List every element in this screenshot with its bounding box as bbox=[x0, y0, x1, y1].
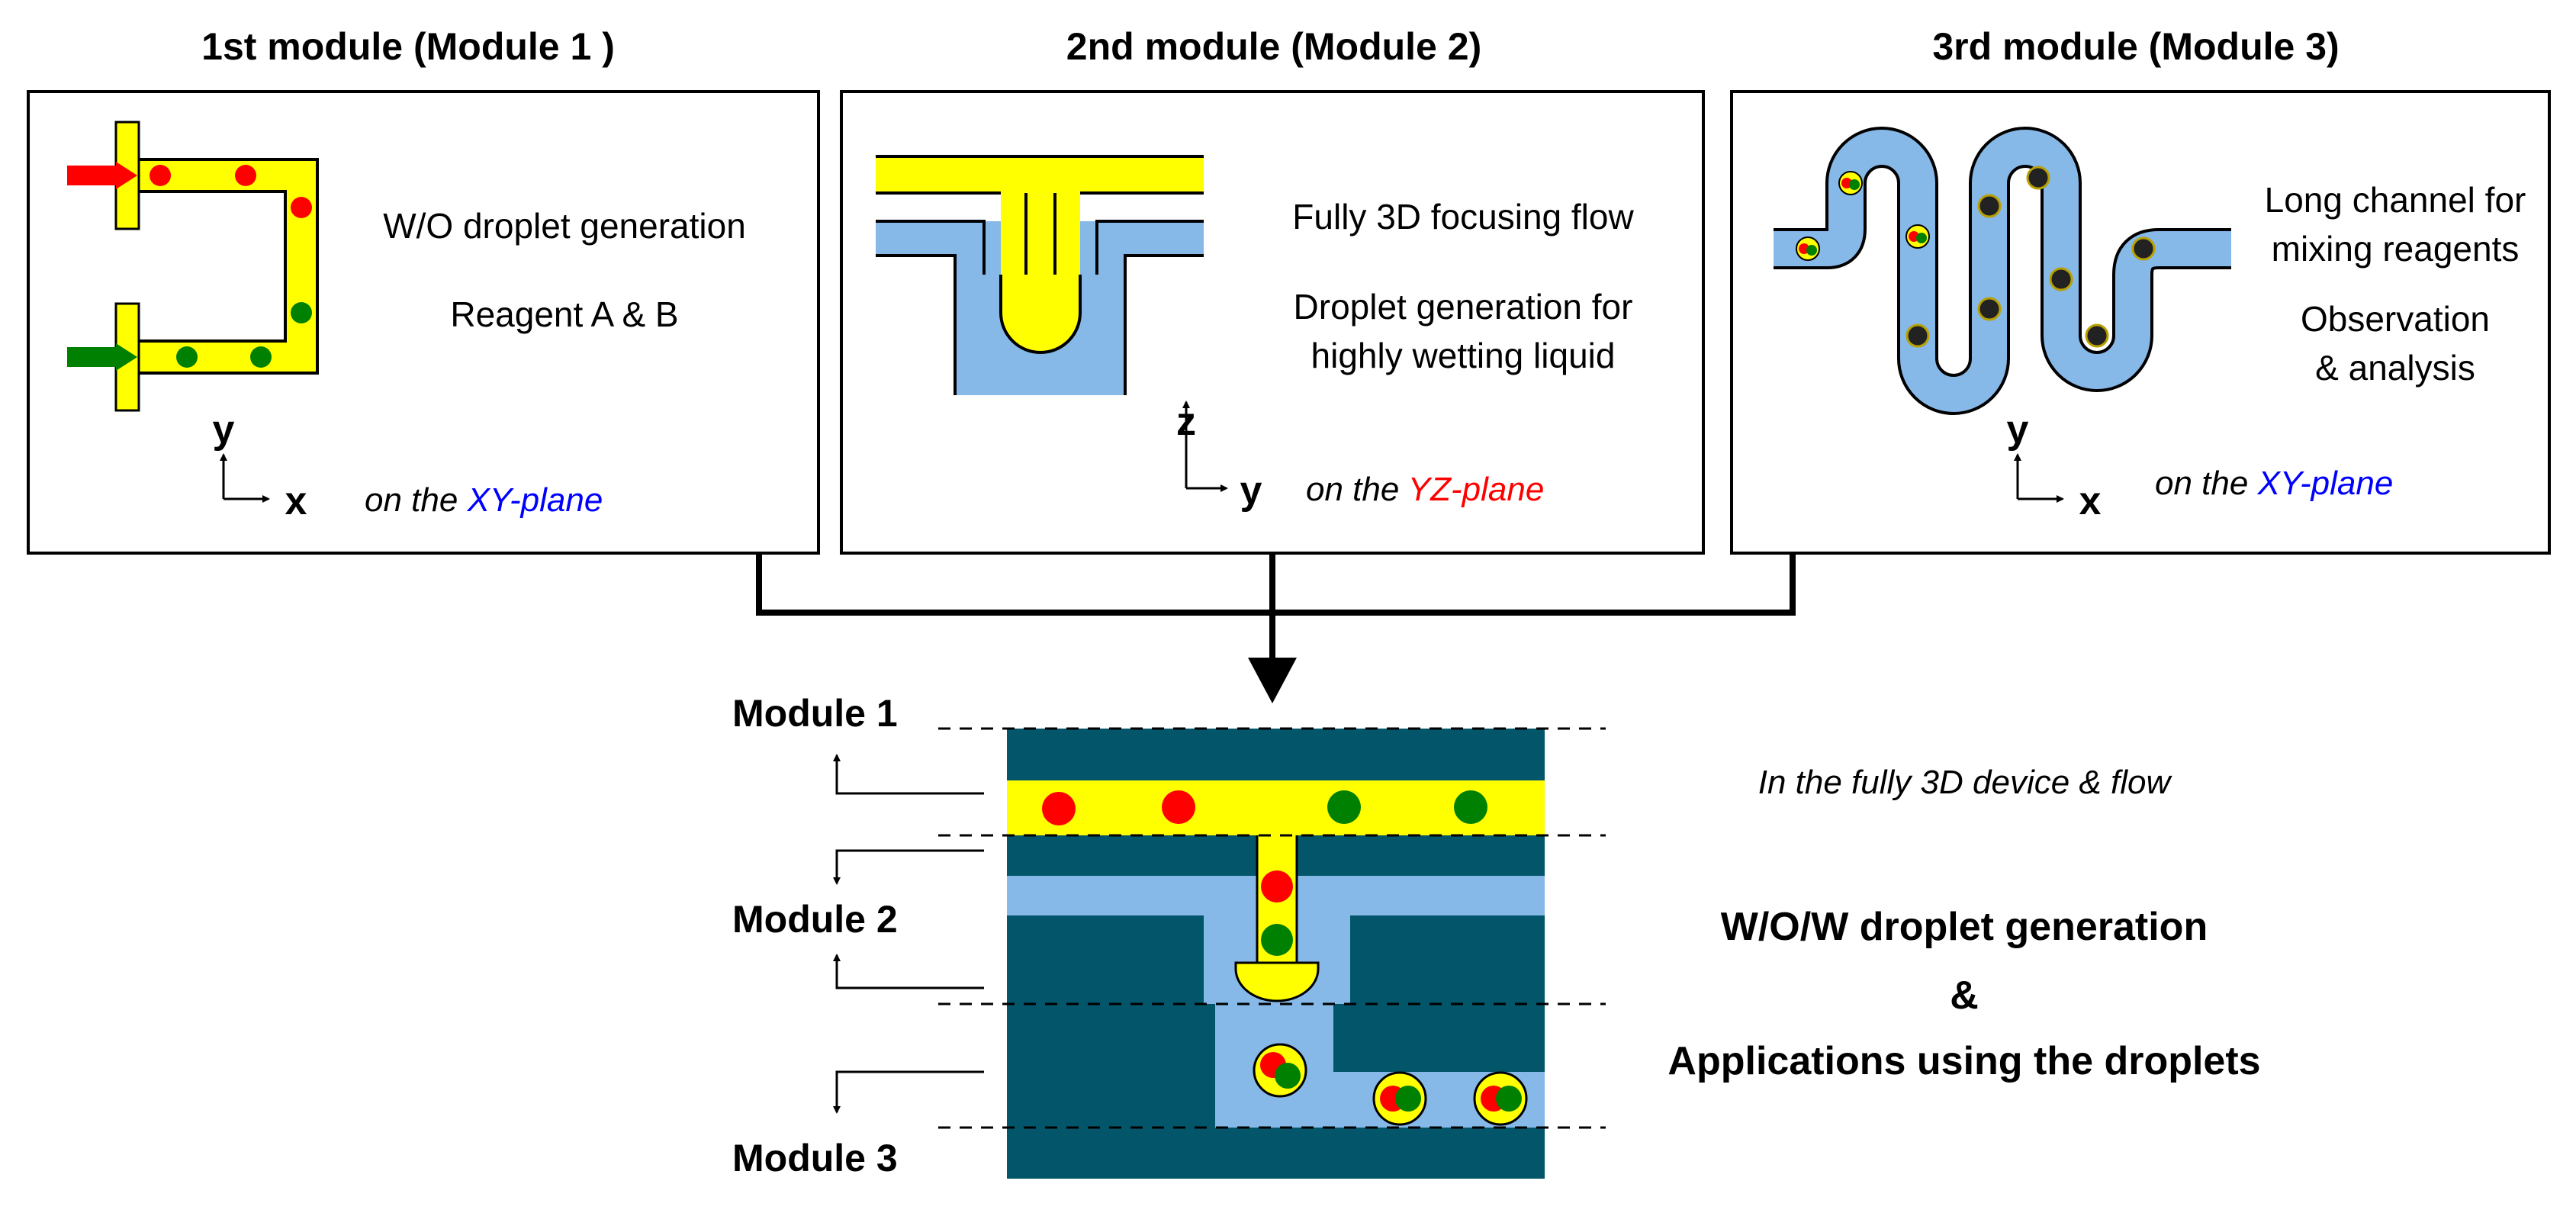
red-inlet-arrow bbox=[67, 166, 116, 185]
mixed-droplet bbox=[1905, 224, 1930, 249]
bottom-label-module1: Module 1 bbox=[732, 692, 898, 735]
module3-axis-x: x bbox=[2079, 479, 2102, 523]
module2-axis-z: z bbox=[1176, 400, 1196, 444]
bottom-line1: W/O/W droplet generation bbox=[1721, 905, 2208, 949]
left-indicator-arrows bbox=[833, 754, 984, 1114]
module1-title: 1st module (Module 1 ) bbox=[201, 25, 615, 68]
module2-line1: Fully 3D focusing flow bbox=[1292, 197, 1634, 236]
module2-axis-y: y bbox=[1240, 468, 1262, 513]
module1-axis-x: x bbox=[285, 479, 307, 523]
module1-plane-label: on the XY-plane bbox=[365, 481, 603, 519]
module2-channel-diagram bbox=[876, 155, 1228, 492]
module3-channel-diagram bbox=[1774, 127, 2231, 503]
green-inlet-arrow bbox=[67, 347, 116, 367]
combined-device bbox=[1007, 729, 1545, 1179]
merge-connector bbox=[756, 553, 1796, 703]
bottom-line2: & bbox=[1950, 973, 1979, 1018]
module3-axis-y: y bbox=[2007, 407, 2029, 452]
module3-line1: Long channel for bbox=[2265, 180, 2526, 220]
mixed-droplet bbox=[1796, 236, 1820, 261]
bottom-line3: Applications using the droplets bbox=[1667, 1039, 2260, 1083]
blue-sheath-region bbox=[876, 221, 1204, 395]
module1-axis-y: y bbox=[213, 407, 235, 452]
down-arrow-icon bbox=[1248, 658, 1297, 703]
layer-boundaries bbox=[938, 727, 1606, 1129]
module2-title: 2nd module (Module 2) bbox=[1066, 25, 1481, 68]
module3-line2: mixing reagents bbox=[2272, 229, 2520, 269]
bottom-caption: In the fully 3D device & flow bbox=[1758, 764, 2173, 801]
bottom-label-module2: Module 2 bbox=[732, 898, 898, 941]
module3-line3: Observation bbox=[2301, 299, 2490, 339]
module3-title: 3rd module (Module 3) bbox=[1932, 25, 2339, 68]
module2-line3: highly wetting liquid bbox=[1311, 336, 1616, 375]
module3-line4: & analysis bbox=[2315, 348, 2475, 388]
module1-channel-diagram bbox=[67, 121, 319, 503]
module3-plane-label: on the XY-plane bbox=[2155, 465, 2393, 502]
module2-plane-name: YZ-plane bbox=[1408, 471, 1545, 508]
module1-line2: Reagent A & B bbox=[450, 294, 678, 334]
module2-plane-label: on the YZ-plane bbox=[1306, 471, 1544, 508]
module1-line1: W/O droplet generation bbox=[383, 206, 746, 246]
module2-line2: Droplet generation for bbox=[1294, 287, 1633, 327]
module3-plane-prefix: on the bbox=[2155, 465, 2258, 502]
module2-plane-prefix: on the bbox=[1306, 471, 1408, 508]
mixed-droplet bbox=[1838, 171, 1863, 195]
module1-plane-prefix: on the bbox=[365, 481, 468, 519]
serpentine-channel bbox=[1774, 130, 2231, 412]
module1-plane-name: XY-plane bbox=[467, 481, 603, 519]
module3-plane-name: XY-plane bbox=[2257, 465, 2394, 502]
yellow-top-channel bbox=[876, 156, 1204, 193]
bottom-label-module3: Module 3 bbox=[732, 1137, 898, 1179]
